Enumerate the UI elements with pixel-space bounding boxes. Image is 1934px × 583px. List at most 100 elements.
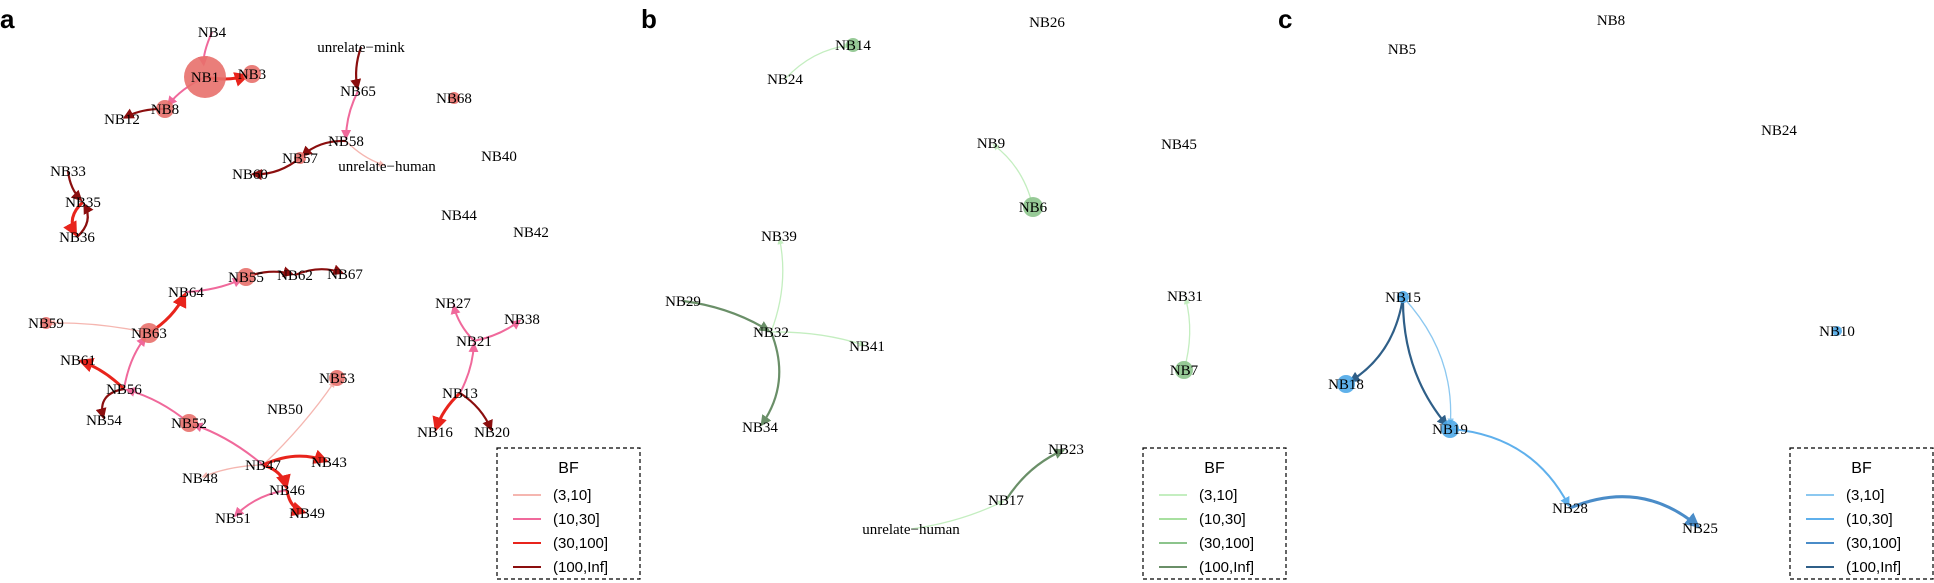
node-nb12[interactable]: NB12: [104, 112, 140, 128]
node-nb33[interactable]: NB33: [50, 164, 86, 180]
node-nb51[interactable]: NB51: [215, 511, 251, 527]
node-nb15[interactable]: NB15: [1385, 290, 1421, 306]
node-nb53[interactable]: NB53: [319, 370, 355, 387]
node-nb67[interactable]: NB67: [327, 267, 363, 283]
node-nb19[interactable]: NB19: [1432, 420, 1468, 438]
node-label: NB16: [417, 425, 453, 441]
node-nb5[interactable]: NB5: [1388, 42, 1416, 58]
node-nb38[interactable]: NB38: [504, 312, 540, 328]
edge-nb32-to-nb34: [760, 331, 781, 427]
node-nb16[interactable]: NB16: [417, 425, 453, 441]
node-nb27[interactable]: NB27: [435, 296, 471, 312]
node-label: NB54: [86, 413, 122, 429]
node-nb9[interactable]: NB9: [977, 136, 1005, 152]
node-nb34[interactable]: NB34: [742, 420, 778, 436]
node-nb45[interactable]: NB45: [1161, 137, 1197, 153]
node-label: NB58: [328, 134, 364, 150]
node-nb28[interactable]: NB28: [1552, 501, 1588, 517]
node-nb8[interactable]: NB8: [1597, 13, 1625, 29]
node-nb35[interactable]: NB35: [65, 195, 101, 211]
node-label: NB17: [988, 493, 1024, 509]
node-nb46[interactable]: NB46: [269, 483, 305, 499]
node-nb49[interactable]: NB49: [289, 506, 325, 522]
node-nb43[interactable]: NB43: [311, 455, 347, 471]
node-nb10[interactable]: NB10: [1819, 324, 1855, 340]
node-nb7[interactable]: NB7: [1170, 361, 1199, 379]
node-circle: [329, 370, 345, 386]
node-nb41[interactable]: NB41: [849, 339, 885, 355]
node-nb3[interactable]: NB3: [238, 65, 266, 83]
legend-box: [496, 447, 641, 580]
node-nb59[interactable]: NB59: [28, 316, 64, 332]
node-circle: [1337, 375, 1355, 393]
node-nb65[interactable]: NB65: [340, 84, 376, 100]
node-nb52[interactable]: NB52: [171, 414, 207, 432]
node-label: NB18: [1328, 377, 1364, 393]
node-nb18[interactable]: NB18: [1328, 375, 1364, 393]
node-nb40[interactable]: NB40: [481, 149, 517, 165]
node-nb4[interactable]: NB4: [198, 25, 227, 41]
edge-nb47-to-nb53: [262, 380, 336, 466]
legend-item-label: (3,10]: [1199, 487, 1237, 504]
edge-nb46-to-nb51: [233, 489, 288, 518]
node-nb55[interactable]: NB55: [228, 268, 264, 286]
node-label: NB49: [289, 506, 325, 522]
node-label: NB56: [106, 382, 142, 398]
node-nb68[interactable]: NB68: [436, 91, 472, 107]
node-nb29[interactable]: NB29: [665, 294, 701, 310]
node-nb8[interactable]: NB8: [151, 100, 179, 118]
legend-item-label: (100,Inf]: [1199, 559, 1254, 576]
node-label: NB14: [835, 38, 871, 54]
node-nb6[interactable]: NB6: [1019, 197, 1048, 217]
node-nb58[interactable]: NB58: [328, 134, 364, 150]
node-nb32[interactable]: NB32: [753, 325, 789, 341]
node-nb14[interactable]: NB14: [835, 38, 871, 54]
node-nb24[interactable]: NB24: [767, 72, 803, 88]
node-nb48[interactable]: NB48: [182, 471, 218, 487]
node-label: NB46: [269, 483, 305, 499]
node-nb61[interactable]: NB61: [60, 353, 96, 369]
node-unrelate-human[interactable]: unrelate−human: [862, 522, 960, 538]
node-unrelate-human[interactable]: unrelate−human: [338, 159, 436, 175]
node-nb64[interactable]: NB64: [168, 285, 204, 301]
edge-nb13-to-nb16: [432, 391, 462, 432]
node-nb63[interactable]: NB63: [131, 323, 167, 343]
node-label: NB13: [442, 386, 478, 402]
node-nb23[interactable]: NB23: [1048, 442, 1084, 458]
node-nb25[interactable]: NB25: [1682, 521, 1718, 537]
node-nb39[interactable]: NB39: [761, 229, 797, 245]
edge-nb17-to-nb23: [1005, 448, 1066, 501]
node-nb20[interactable]: NB20: [474, 425, 510, 441]
node-nb60[interactable]: NB60: [232, 167, 268, 183]
node-nb24[interactable]: NB24: [1761, 123, 1797, 139]
node-nb36[interactable]: NB36: [59, 230, 95, 246]
node-nb57[interactable]: NB57: [282, 151, 318, 167]
edges-c: [1348, 296, 1700, 528]
legend-b: BF(3,10](10,30](30,100](100,Inf]: [1142, 447, 1287, 580]
edge-nb33-to-nb35: [66, 170, 83, 202]
node-nb62[interactable]: NB62: [277, 268, 313, 284]
node-nb31[interactable]: NB31: [1167, 289, 1203, 305]
node-unrelate-mink[interactable]: unrelate−mink: [317, 40, 405, 56]
node-label: NB1: [191, 70, 219, 86]
node-nb13[interactable]: NB13: [442, 386, 478, 402]
node-label: NB28: [1552, 501, 1588, 517]
legend-title: BF: [558, 460, 579, 477]
node-nb42[interactable]: NB42: [513, 225, 549, 241]
node-nb26[interactable]: NB26: [1029, 15, 1065, 31]
node-nb21[interactable]: NB21: [456, 334, 492, 350]
edge-unrelate-mink-to-nb65: [350, 46, 363, 91]
edge-nb63-to-nb59: [48, 319, 150, 334]
node-nb50[interactable]: NB50: [267, 402, 303, 418]
node-nb17[interactable]: NB17: [988, 493, 1024, 509]
node-nb54[interactable]: NB54: [86, 413, 122, 429]
node-nb47[interactable]: NB47: [245, 458, 281, 474]
node-nb56[interactable]: NB56: [106, 382, 142, 398]
legend-item-label: (3,10]: [553, 487, 591, 504]
node-nb1[interactable]: NB1: [184, 56, 226, 98]
node-nb44[interactable]: NB44: [441, 208, 477, 224]
